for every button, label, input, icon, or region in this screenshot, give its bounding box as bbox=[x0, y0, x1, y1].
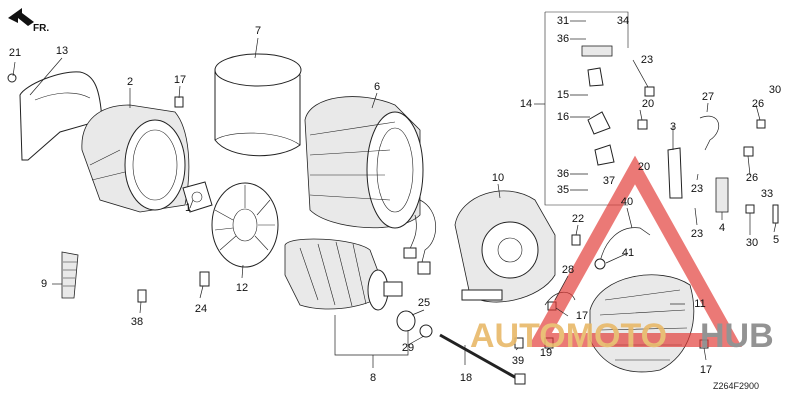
part-cooling-fan-12 bbox=[211, 182, 279, 268]
callout-20-b: 20 bbox=[638, 161, 650, 173]
part-plate-1 bbox=[182, 181, 213, 213]
callout-19: 19 bbox=[540, 347, 552, 359]
callout-22: 22 bbox=[572, 213, 584, 225]
callout-26-b: 26 bbox=[746, 172, 758, 184]
leader-lines bbox=[12, 20, 777, 368]
callout-14: 14 bbox=[520, 98, 532, 110]
part-end-housing-10 bbox=[454, 190, 556, 303]
part-shroud-7 bbox=[214, 53, 302, 157]
callout-30: 30 bbox=[769, 84, 781, 96]
callout-30-b: 30 bbox=[746, 237, 758, 249]
part-bracket-3 bbox=[667, 147, 683, 199]
callout-4: 4 bbox=[719, 222, 725, 234]
part-stator-6 bbox=[304, 96, 437, 275]
watermark-triangle-icon bbox=[528, 155, 742, 347]
callout-27: 27 bbox=[702, 91, 714, 103]
callout-33: 33 bbox=[761, 188, 773, 200]
callout-12: 12 bbox=[236, 282, 248, 294]
callout-1: 1 bbox=[185, 202, 191, 214]
part-bearing-25 bbox=[396, 310, 416, 332]
callout-36-b: 36 bbox=[557, 168, 569, 180]
callout-16: 16 bbox=[557, 111, 569, 123]
callout-15: 15 bbox=[557, 89, 569, 101]
callout-39: 39 bbox=[512, 355, 524, 367]
callout-17-b: 17 bbox=[576, 310, 588, 322]
callout-35: 35 bbox=[557, 184, 569, 196]
callout-24: 24 bbox=[195, 303, 207, 315]
callout-28: 28 bbox=[562, 264, 574, 276]
callout-25: 25 bbox=[418, 297, 430, 309]
front-direction-label: FR. bbox=[33, 23, 49, 34]
diagram-code: Z264F2900 bbox=[713, 381, 759, 391]
callout-23-c: 23 bbox=[691, 228, 703, 240]
watermark-text-right: HUB bbox=[700, 317, 774, 355]
callout-3: 3 bbox=[670, 121, 676, 133]
callout-23: 23 bbox=[641, 54, 653, 66]
callout-29: 29 bbox=[402, 342, 414, 354]
part-group-14-box bbox=[544, 11, 629, 206]
part-grille-9 bbox=[61, 251, 79, 299]
callout-17: 17 bbox=[174, 74, 186, 86]
callout-23-b: 23 bbox=[691, 183, 703, 195]
callout-labels: 21 13 2 17 7 6 10 1 12 24 38 9 8 18 25 2… bbox=[9, 15, 781, 384]
callout-26: 26 bbox=[752, 98, 764, 110]
callout-18: 18 bbox=[460, 372, 472, 384]
callout-17-c: 17 bbox=[700, 364, 712, 376]
callout-10: 10 bbox=[492, 172, 504, 184]
callout-6: 6 bbox=[374, 81, 380, 93]
callout-31: 31 bbox=[557, 15, 569, 27]
callout-9: 9 bbox=[41, 278, 47, 290]
callout-37: 37 bbox=[603, 175, 615, 187]
part-rotor-8 bbox=[284, 238, 403, 311]
callout-41: 41 bbox=[622, 247, 634, 259]
callout-5: 5 bbox=[773, 234, 779, 246]
callout-7: 7 bbox=[255, 25, 261, 37]
part-washer-29 bbox=[419, 324, 433, 338]
front-direction-indicator: FR. bbox=[8, 8, 49, 34]
watermark-logo: AUTOMOTO HUB bbox=[470, 155, 774, 355]
part-terminal-41 bbox=[594, 258, 606, 270]
part-rear-cover-11 bbox=[589, 274, 695, 373]
part-fan-cover-2 bbox=[81, 104, 190, 213]
part-wire-27 bbox=[699, 115, 720, 151]
callout-34: 34 bbox=[617, 15, 629, 27]
callout-36: 36 bbox=[557, 33, 569, 45]
part-module-4 bbox=[715, 177, 729, 213]
part-wire-40 bbox=[599, 227, 651, 263]
callout-20: 20 bbox=[642, 98, 654, 110]
callout-8: 8 bbox=[370, 372, 376, 384]
part-through-bolt-18 bbox=[439, 333, 526, 385]
callout-11: 11 bbox=[694, 298, 705, 310]
callout-38: 38 bbox=[131, 316, 143, 328]
front-arrow-icon bbox=[8, 8, 34, 26]
watermark-text-left: AUTOMOTO bbox=[470, 317, 667, 355]
callout-40: 40 bbox=[621, 196, 633, 208]
callout-21: 21 bbox=[9, 47, 21, 59]
callout-2: 2 bbox=[127, 76, 133, 88]
callout-13: 13 bbox=[56, 45, 68, 57]
part-clip-5 bbox=[772, 204, 779, 224]
